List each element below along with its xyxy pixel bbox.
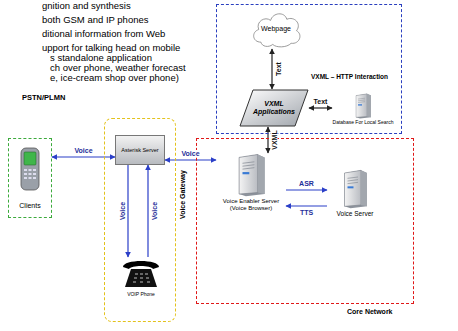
connector-label: Text xyxy=(275,61,282,77)
server-icon xyxy=(353,93,373,119)
voice-server: Voice Server xyxy=(327,169,383,217)
core-network-region: Core NetworkVoice Enabler Server (Voice … xyxy=(196,138,414,304)
region-heading: Core Network xyxy=(347,308,393,316)
connector xyxy=(286,189,327,190)
network-label: PSTN/PLMN xyxy=(22,94,65,102)
feature-text: gnition and synthesis xyxy=(42,1,131,11)
mobile-phone-icon xyxy=(15,146,45,192)
connector-label: TTS xyxy=(299,209,314,216)
connector-label: Voice xyxy=(119,201,126,221)
connector xyxy=(267,127,268,153)
connector-label: ASR xyxy=(298,180,315,187)
node-label: Asterisk Server xyxy=(121,147,158,153)
node-label: Voice Server xyxy=(337,210,374,217)
voip-phone: VOIP Phone xyxy=(113,257,169,298)
web-cloud: Webpage xyxy=(249,9,303,49)
node-label: VXML Applications xyxy=(250,100,298,116)
node-label: VOIP Phone xyxy=(127,292,155,298)
connector xyxy=(271,49,272,89)
connector xyxy=(127,165,128,257)
connector xyxy=(309,107,332,108)
interaction-region: VXML – HTTP Interaction WebpageVXML Appli… xyxy=(216,4,402,134)
region-heading: VXML – HTTP Interaction xyxy=(311,73,388,80)
connector xyxy=(165,159,216,160)
feature-text: both GSM and IP phones xyxy=(42,15,149,25)
feature-text: upport for talking head on mobile xyxy=(42,43,180,53)
region-heading: Voice Gateway xyxy=(179,170,187,219)
connector xyxy=(286,205,327,206)
connector-label: Text xyxy=(313,98,329,105)
connector xyxy=(147,165,148,257)
gateway-region: Voice GatewayAsterisk ServerVOIP Phone xyxy=(104,118,176,322)
feature-text: s standalone application xyxy=(50,53,152,63)
connector-label: Voice xyxy=(73,147,93,154)
database-server: Database For Local Search xyxy=(332,93,394,126)
voice-enabler-server: Voice Enabler Server (Voice Browser) xyxy=(216,153,286,212)
connector-label: Voice xyxy=(151,201,158,221)
connector xyxy=(52,156,115,157)
node-label: Database For Local Search xyxy=(333,120,394,126)
node-label: Voice Enabler Server (Voice Browser) xyxy=(216,198,286,212)
node-label: Webpage xyxy=(261,25,291,33)
application-parallelogram: VXML Applications xyxy=(239,89,309,127)
server-icon xyxy=(340,169,370,209)
connector-label: VXML xyxy=(271,129,278,150)
feature-text: ditional information from Web xyxy=(42,29,165,39)
feature-text: ch over phone, weather forecast xyxy=(50,63,186,73)
connector-label: Voice xyxy=(180,150,200,157)
server-icon xyxy=(234,153,268,197)
clients-box: Clients xyxy=(8,138,52,218)
asterisk-server-box: Asterisk Server xyxy=(115,135,165,165)
desk-phone-icon xyxy=(121,257,161,291)
feature-text: e, ice-cream shop over phone) xyxy=(50,73,179,83)
node-label: Clients xyxy=(19,202,40,210)
